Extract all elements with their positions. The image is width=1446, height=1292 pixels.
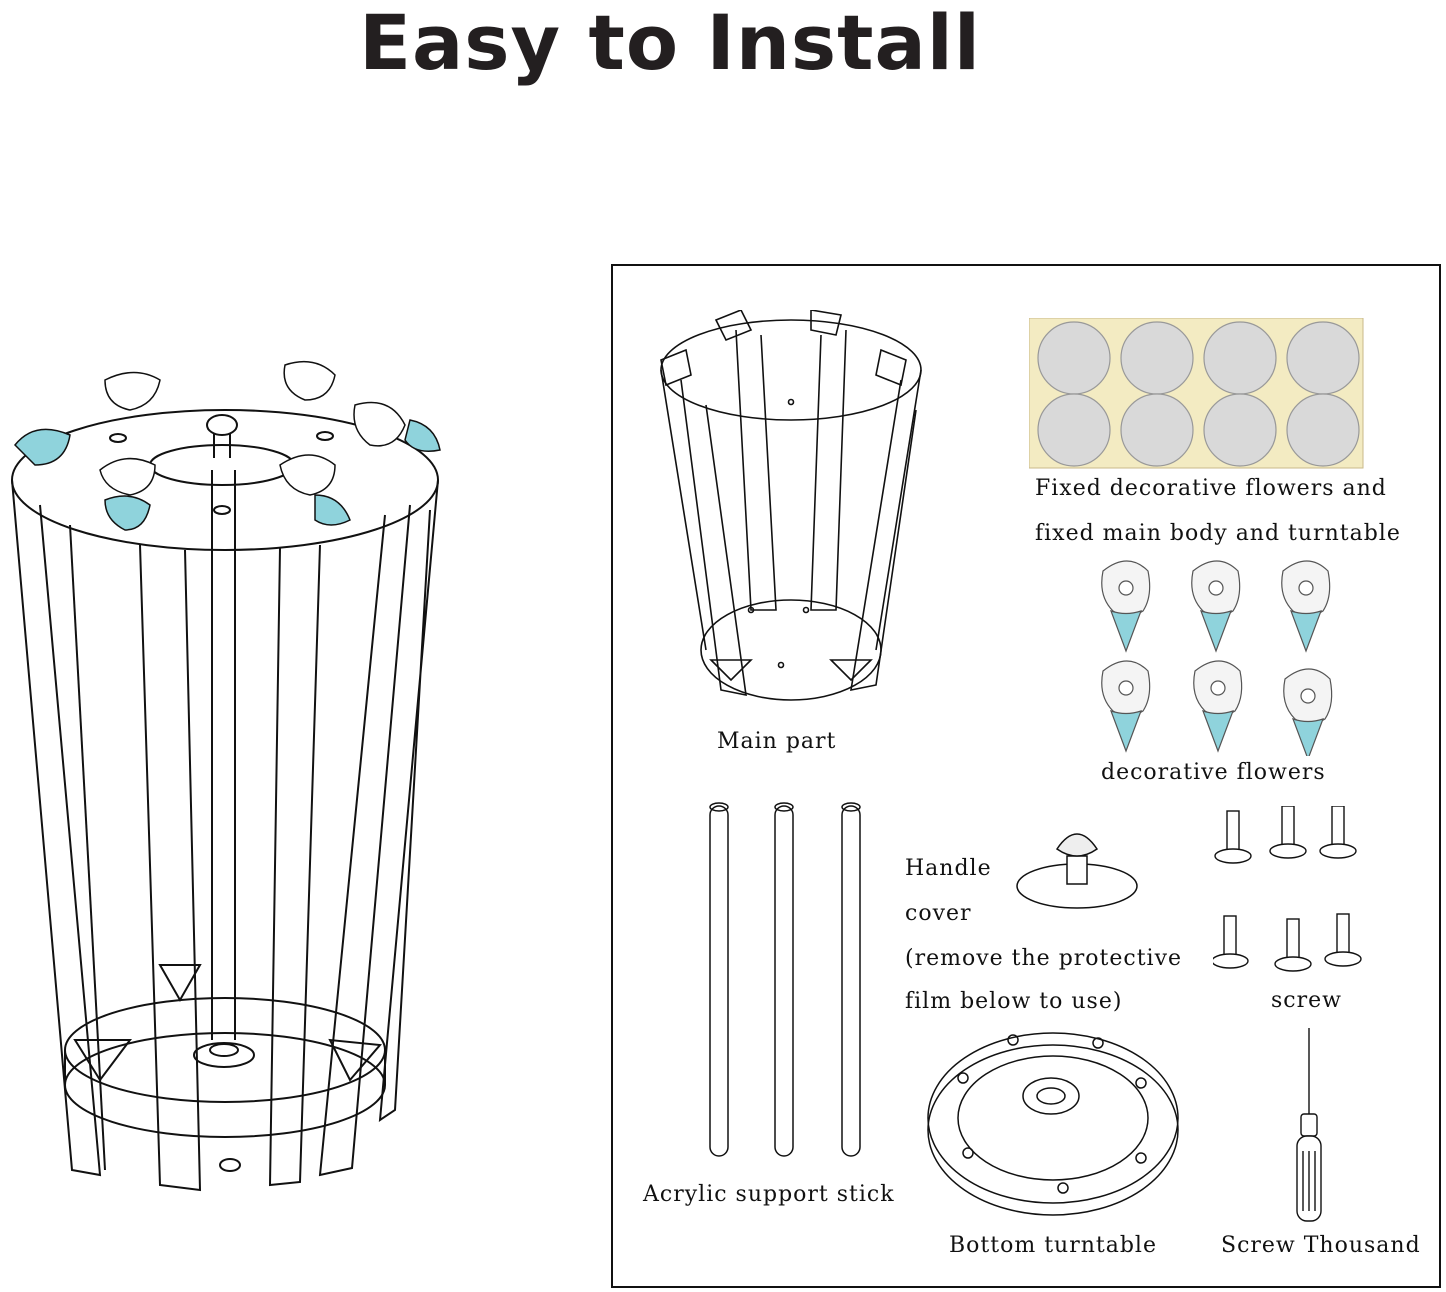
screws-drawing <box>1213 806 1373 976</box>
handle-cover-drawing <box>1013 821 1143 911</box>
bottom-turntable-drawing <box>923 1028 1183 1233</box>
handle-label-line3: (remove the protective <box>905 946 1183 971</box>
handle-label-line4: film below to use) <box>905 989 1123 1014</box>
handle-label-line1: Handle <box>905 856 992 881</box>
screwdriver-label: Screw Thousand <box>1221 1233 1421 1258</box>
screw-label: screw <box>1271 988 1342 1013</box>
decorative-flowers-drawing <box>1093 556 1353 756</box>
stickers-label-line1: Fixed decorative flowers and <box>1035 476 1387 501</box>
screwdriver-drawing <box>1289 1026 1329 1226</box>
main-part-label: Main part <box>717 729 837 754</box>
acrylic-support-sticks-drawing <box>705 801 875 1166</box>
decorative-flowers-label: decorative flowers <box>1101 760 1326 785</box>
page-title: Easy to Install <box>359 0 981 87</box>
bottom-turntable-label: Bottom turntable <box>949 1233 1157 1258</box>
assembled-stand-illustration <box>0 350 450 1200</box>
main-part-drawing <box>651 310 931 710</box>
handle-label-line2: cover <box>905 901 972 926</box>
stickers-label-line2: fixed main body and turntable <box>1035 521 1401 546</box>
parts-list-panel: Main part Fixed decorative flowers and f… <box>611 264 1441 1288</box>
acrylic-stick-label: Acrylic support stick <box>643 1182 895 1207</box>
adhesive-sticker-sheet <box>1029 318 1365 470</box>
